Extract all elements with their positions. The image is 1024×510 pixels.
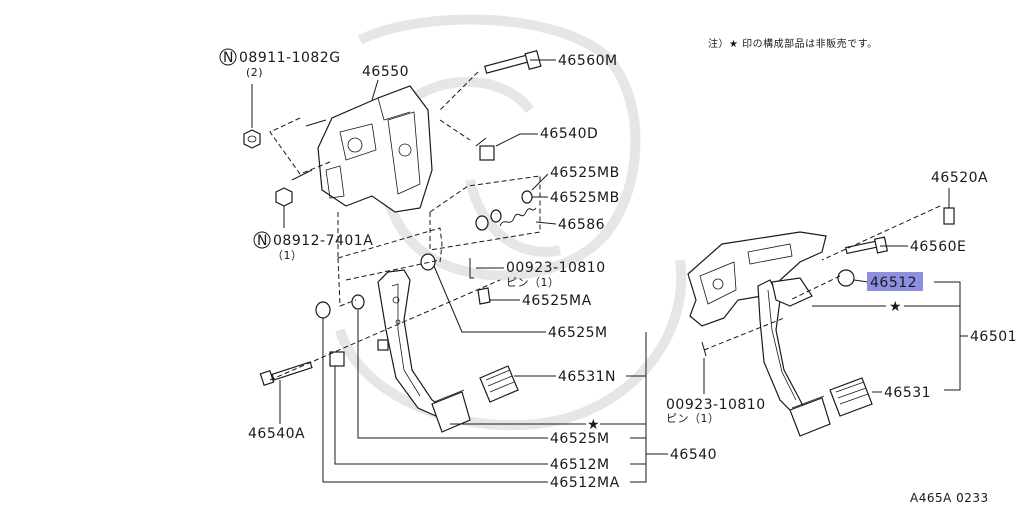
- pin-00923-left: [469, 258, 474, 279]
- drawing-code: A465A 0233: [910, 491, 989, 505]
- label-pin1-sub: ピン（1）: [506, 276, 560, 289]
- label-pin1-code: 00923-10810: [506, 260, 606, 276]
- label-46540: 46540: [670, 447, 717, 463]
- label-nut1-qty: (2): [246, 66, 263, 79]
- bushing-46525MB: [475, 190, 533, 231]
- pedal-rubber-46531: [829, 377, 873, 417]
- bracket-46550: [317, 85, 433, 213]
- nut-marker-2: N: [253, 231, 271, 249]
- dashed-lines-left: [269, 71, 541, 381]
- star-marker-right: ★: [889, 299, 902, 315]
- label-46501: 46501: [970, 329, 1017, 345]
- bushing-46525M: [420, 253, 436, 271]
- bolt-46560M: [484, 49, 542, 74]
- label-nut2-code: 08912-7401A: [273, 233, 373, 249]
- bolt-46540D: [475, 137, 495, 161]
- label-pin2-code: 00923-10810: [666, 397, 766, 413]
- label-46525MB-2: 46525MB: [550, 190, 620, 206]
- nut-08911: [243, 129, 261, 149]
- label-pin2-sub: ピン（1）: [666, 412, 720, 425]
- label-46540A: 46540A: [248, 426, 305, 442]
- spring-46586: [499, 207, 537, 227]
- clevis-left: [377, 339, 389, 351]
- stud-46550: [291, 119, 327, 181]
- label-nut1-code: 08911-1082G: [239, 50, 341, 66]
- bolt-46540A: [259, 361, 313, 387]
- label-46586: 46586: [558, 217, 605, 233]
- stopper-46520A: [943, 190, 955, 225]
- label-46550: 46550: [362, 64, 409, 80]
- clip-46525MA: [477, 287, 491, 305]
- bolt-46560E: [845, 236, 889, 255]
- label-46512M: 46512M: [550, 457, 610, 473]
- brake-pedal-arm: [757, 277, 813, 417]
- leader-lines: [251, 59, 968, 483]
- label-46512: 46512: [870, 275, 917, 291]
- pedal-pad-left: [431, 389, 471, 433]
- pedal-pad-right: [789, 395, 831, 437]
- bushing-46512M: [329, 351, 345, 367]
- svg-text:N: N: [257, 233, 268, 249]
- dashed-lines-right: [703, 205, 941, 351]
- label-46560M: 46560M: [558, 53, 618, 69]
- label-nut2-qty: （1）: [272, 249, 303, 262]
- note-text: 注）★ 印の構成部品は非販売です。: [708, 37, 878, 50]
- label-46560E: 46560E: [910, 239, 966, 255]
- clutch-pedal-arm: [377, 269, 445, 417]
- bushing-46512: [837, 269, 855, 287]
- label-46525MB-1: 46525MB: [550, 165, 620, 181]
- label-46512MA: 46512MA: [550, 475, 620, 491]
- label-46525MA: 46525MA: [522, 293, 592, 309]
- label-46540D: 46540D: [540, 126, 598, 142]
- label-46531: 46531: [884, 385, 931, 401]
- pin-00923-right: [701, 341, 707, 357]
- label-46520A: 46520A: [931, 170, 988, 186]
- label-46531N: 46531N: [558, 369, 616, 385]
- nut-marker-1: N: [219, 48, 237, 66]
- pedal-rubber-46531N: [479, 365, 519, 403]
- bushing-46512MA: [315, 301, 331, 319]
- label-46525M-2: 46525M: [550, 431, 610, 447]
- part-highlight-46512: [867, 272, 923, 291]
- label-46525M: 46525M: [548, 325, 608, 341]
- nut-08912: [275, 187, 293, 207]
- bushing-46525M-2: [351, 294, 365, 310]
- svg-text:N: N: [223, 50, 234, 66]
- brake-bracket: [687, 231, 827, 327]
- star-marker-left: ★: [587, 417, 600, 433]
